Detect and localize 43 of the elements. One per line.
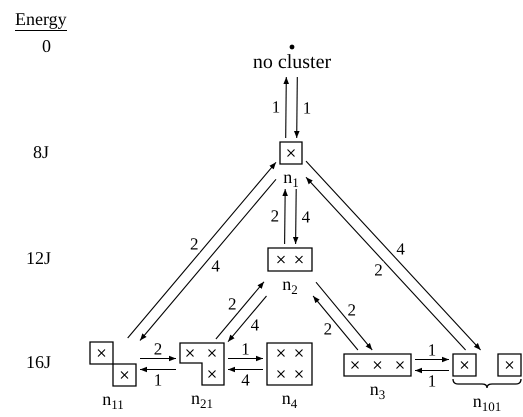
edge-label: 1 — [426, 372, 438, 389]
arrow — [140, 356, 176, 362]
energy-level: 8J — [33, 142, 50, 162]
state-label: no cluster — [236, 50, 348, 74]
edge-label: 1 — [302, 99, 312, 116]
arrow — [292, 189, 298, 244]
edge-label: 4 — [300, 208, 312, 226]
state-name: n$_{1}$ — [283, 168, 299, 186]
energy-level: 12J — [26, 248, 52, 268]
arrow — [283, 77, 290, 138]
arrow — [294, 77, 300, 138]
arrow — [306, 160, 481, 350]
edge-label: 2 — [227, 295, 238, 312]
arrow — [316, 282, 373, 350]
state-name: n$_{3}$ — [370, 380, 386, 398]
state-name: n$_{4}$ — [282, 389, 298, 407]
axis-title: Energy — [15, 8, 67, 31]
edge-label: 1 — [240, 340, 251, 357]
state-name: n$_{11}$ — [102, 390, 124, 408]
arrow — [415, 356, 449, 362]
arrow — [282, 189, 288, 244]
arrow — [127, 162, 276, 338]
state-name: n$_{21}$ — [191, 389, 213, 407]
state-name: n$_{2}$ — [282, 275, 298, 293]
arrow — [140, 366, 176, 372]
edge-label: 2 — [346, 301, 358, 318]
state-name: n$_{101}$ — [472, 392, 502, 410]
energy-level: 0 — [42, 36, 51, 56]
arrow — [228, 366, 263, 372]
arrow — [140, 178, 276, 341]
edge-label: 2 — [152, 340, 164, 357]
edge-label: 4 — [395, 240, 406, 258]
arrow — [312, 296, 358, 350]
arrow — [228, 296, 267, 342]
edge-label: 1 — [152, 371, 164, 388]
energy-level: 16J — [26, 352, 52, 372]
arrow — [228, 356, 263, 362]
arrow — [415, 368, 449, 374]
arrow — [306, 176, 466, 350]
arrow — [215, 281, 264, 340]
edge-label: 4 — [240, 371, 251, 388]
edge-label: 2 — [188, 235, 200, 252]
edge-label: 1 — [426, 341, 438, 358]
